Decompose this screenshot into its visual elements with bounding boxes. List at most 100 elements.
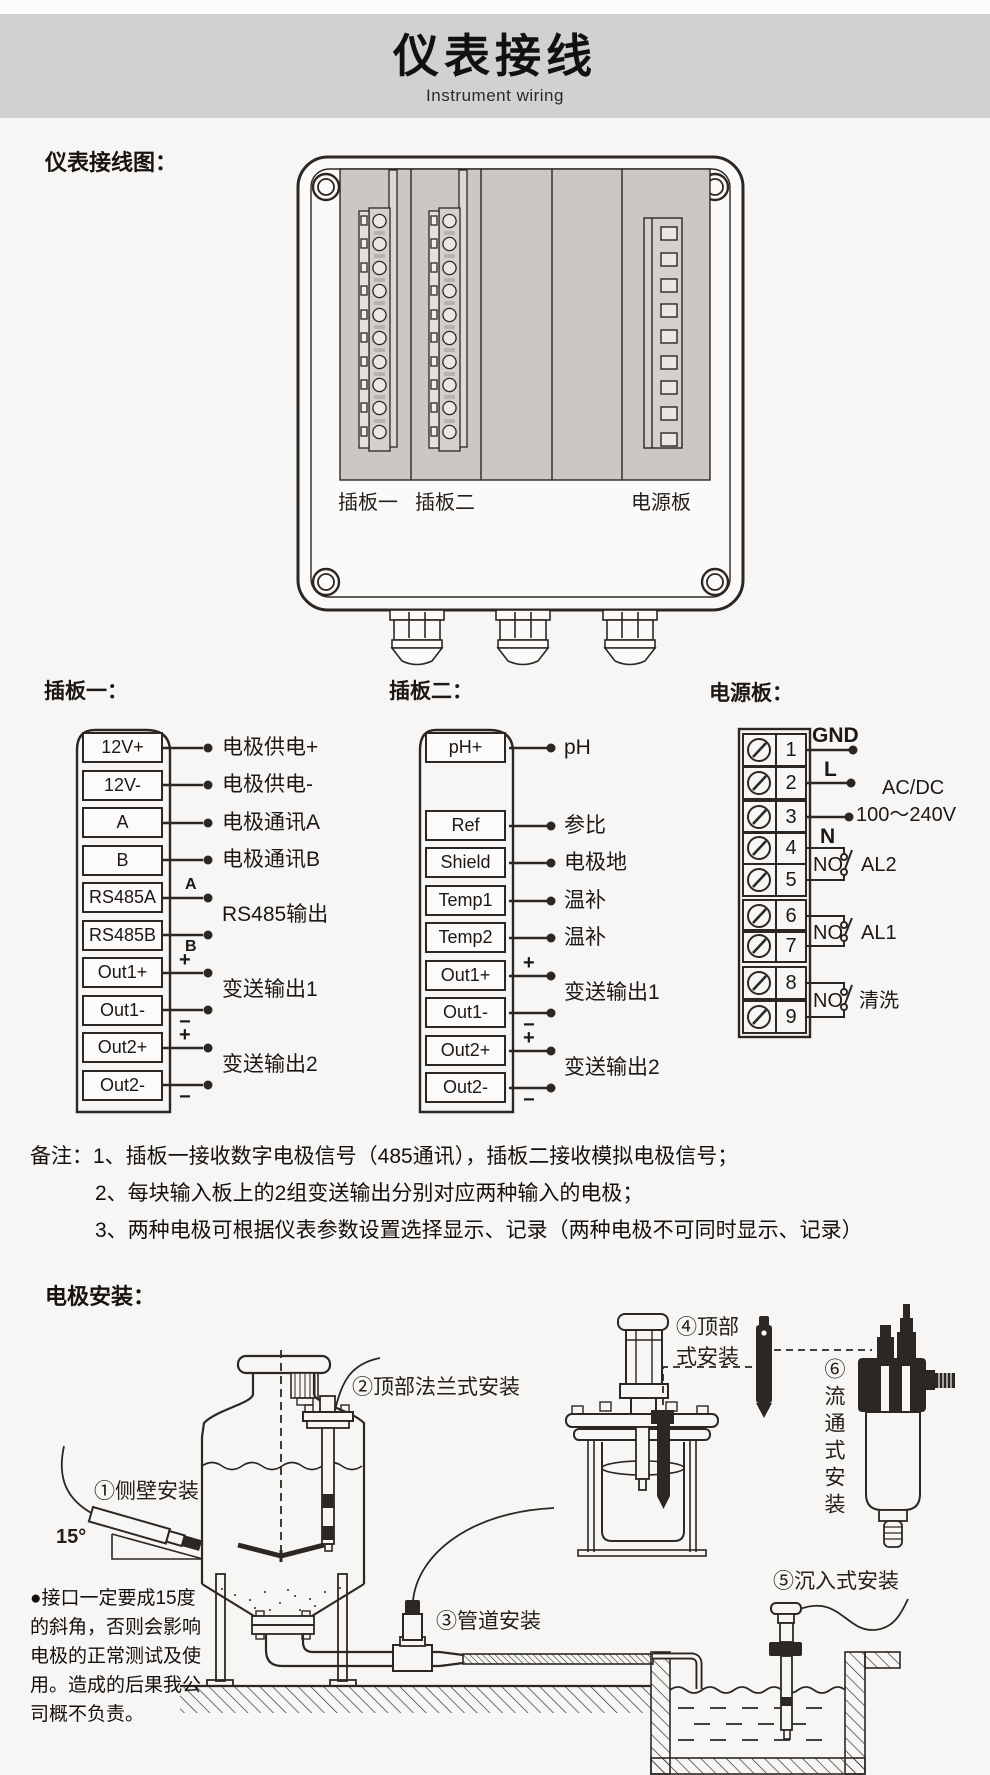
page-subtitle: Instrument wiring: [426, 86, 564, 105]
no-contact-label: NO: [813, 990, 843, 1012]
power-terminal-strip: [643, 217, 683, 449]
install-method1-label: ①侧壁安装: [94, 1480, 199, 1503]
minus-mark: −: [523, 1089, 535, 1111]
rs485-a-mark: A: [185, 876, 197, 893]
rs485-b-mark: B: [185, 938, 197, 955]
plus-mark: +: [523, 1027, 535, 1049]
terminal: Out1-: [425, 997, 506, 1028]
power-terminal-number: 9: [785, 1006, 797, 1028]
angle-triangle: [111, 1533, 204, 1560]
terminal: Temp2: [425, 922, 506, 953]
note-line: 2、每块输入板上的2组变送输出分别对应两种输入的电极；: [95, 1182, 644, 1205]
instrument-box-drawing: [296, 155, 745, 666]
out1-label: 变送输出1: [564, 981, 660, 1004]
minus-mark: −: [179, 1086, 191, 1108]
submersible-electrode: [769, 1598, 909, 1740]
terminal: 12V+: [82, 732, 163, 763]
terminal: A: [82, 807, 163, 838]
out1-label: 变送输出1: [222, 978, 318, 1001]
slot2-label: 插板二: [415, 492, 475, 514]
power-terminal-number: 4: [785, 837, 797, 859]
board2-title: 插板二：: [389, 680, 473, 703]
drain-pipe: [264, 1634, 464, 1668]
power-title: 电源板：: [709, 682, 793, 705]
rs485-output-label: RS485输出: [222, 903, 329, 926]
relay-al1-label: AL1: [861, 922, 897, 944]
stirred-tank: [200, 1350, 703, 1689]
relay-al2-label: AL2: [861, 854, 897, 876]
pipe-electrode: [392, 1507, 555, 1672]
wire-label: 电极通讯A: [222, 811, 321, 834]
ground-and-sump: [180, 1651, 901, 1775]
no-contact-label: NO: [813, 922, 843, 944]
header: 仪表接线 Instrument wiring: [0, 14, 990, 118]
electrode-install-heading: 电极安装：: [45, 1284, 156, 1309]
terminal: B: [82, 845, 163, 876]
power-terminal-number: 2: [785, 772, 797, 794]
install-method6-label: ⑥流通式安装: [822, 1358, 845, 1520]
minus-mark: −: [179, 1011, 191, 1033]
electrode-icon: [756, 1316, 772, 1418]
minus-mark: −: [523, 1014, 535, 1036]
slot-terminal-strip: [358, 169, 398, 452]
terminal: Out1+: [425, 960, 506, 991]
dashed-connector: [662, 1349, 872, 1410]
slot1-label: 插板一: [338, 492, 398, 514]
install-method4-label-line1: ④顶部: [676, 1316, 739, 1339]
terminal: 12V-: [82, 770, 163, 801]
note-line: 备注：1、插板一接收数字电极信号（485通讯），插板二接收模拟电极信号；: [30, 1145, 739, 1168]
terminal-wiring-art: [75, 727, 858, 1114]
board1-wires: [163, 746, 203, 1087]
side-wall-electrode: [60, 1445, 204, 1560]
terminal: Shield: [425, 847, 506, 878]
power-supply-wires: [806, 748, 849, 819]
wire-label: 电极供电+: [222, 736, 319, 759]
install-method2-label: ②顶部法兰式安装: [352, 1376, 520, 1399]
terminal: Out1+: [82, 957, 163, 988]
wire-label: 温补: [564, 926, 606, 949]
notes-section: 备注：1、插板一接收数字电极信号（485通讯），插板二接收模拟电极信号； 2、每…: [0, 1136, 990, 1256]
cable-gland-icon: [389, 609, 658, 666]
wiring-diagram-heading: 仪表接线图：: [45, 150, 178, 175]
flow-cell: [858, 1304, 955, 1548]
angle-label: 15°: [56, 1526, 87, 1548]
relay-wash-label: 清洗: [859, 990, 899, 1012]
terminal: Out2+: [425, 1035, 506, 1066]
terminal: Temp1: [425, 885, 506, 916]
no-contact-label: NO: [813, 854, 843, 876]
plus-mark: +: [179, 1024, 191, 1046]
terminal-detail-section: 插板一： 12V+ 12V- A B RS485A RS485B Out1+ O…: [0, 655, 990, 1140]
wire-label: 温补: [564, 889, 606, 912]
notes-prefix: 备注：: [30, 1145, 93, 1168]
supply-rating-line2: 100～240V: [856, 804, 957, 826]
install-method5-label: ⑤沉入式安装: [773, 1570, 899, 1593]
power-board-label: 电源板: [631, 492, 691, 514]
top-mount-vessel: [565, 1313, 719, 1557]
wire-label: 电极通讯B: [222, 848, 321, 871]
installation-drawing: [60, 1304, 955, 1775]
electrode-install-figure: ①侧壁安装 15° ②顶部法兰式安装 ③管道安装 ④顶部 式安装 ⑤沉入式安装 …: [0, 1300, 990, 1775]
tank-water-line: [201, 1461, 363, 1471]
plus-mark: +: [523, 952, 535, 974]
power-terminal-number: 1: [785, 739, 797, 761]
terminal: Out2+: [82, 1032, 163, 1063]
corner-screw-icons: [311, 172, 730, 597]
power-terminal-block: [737, 727, 853, 1039]
out2-label: 变送输出2: [222, 1053, 318, 1076]
supply-rating-line1: AC/DC: [882, 777, 945, 799]
terminal: pH+: [425, 732, 506, 763]
note-line: 3、两种电极可根据仪表参数设置选择显示、记录（两种电极不可同时显示、记录）: [95, 1219, 863, 1242]
terminal: Out2-: [82, 1070, 163, 1101]
wire-label: 电极供电-: [222, 773, 313, 796]
wire-label: pH: [564, 736, 591, 759]
power-terminal-number: 5: [785, 869, 797, 891]
instrument-box-figure: 插板一 插板二 电源板: [290, 150, 750, 670]
install-method4-label-line2: 式安装: [676, 1346, 739, 1369]
angle-warning-text: ●接口一定要成15度的斜角，否则会影响电极的正常测试及使用。造成的后果我公司概不…: [30, 1588, 202, 1725]
terminal: RS485B: [82, 920, 163, 951]
top-strip: [0, 0, 990, 14]
wire-label: 电极地: [564, 851, 627, 874]
board2-wires: [509, 746, 547, 1090]
relay-contact-icon: [806, 847, 853, 1018]
